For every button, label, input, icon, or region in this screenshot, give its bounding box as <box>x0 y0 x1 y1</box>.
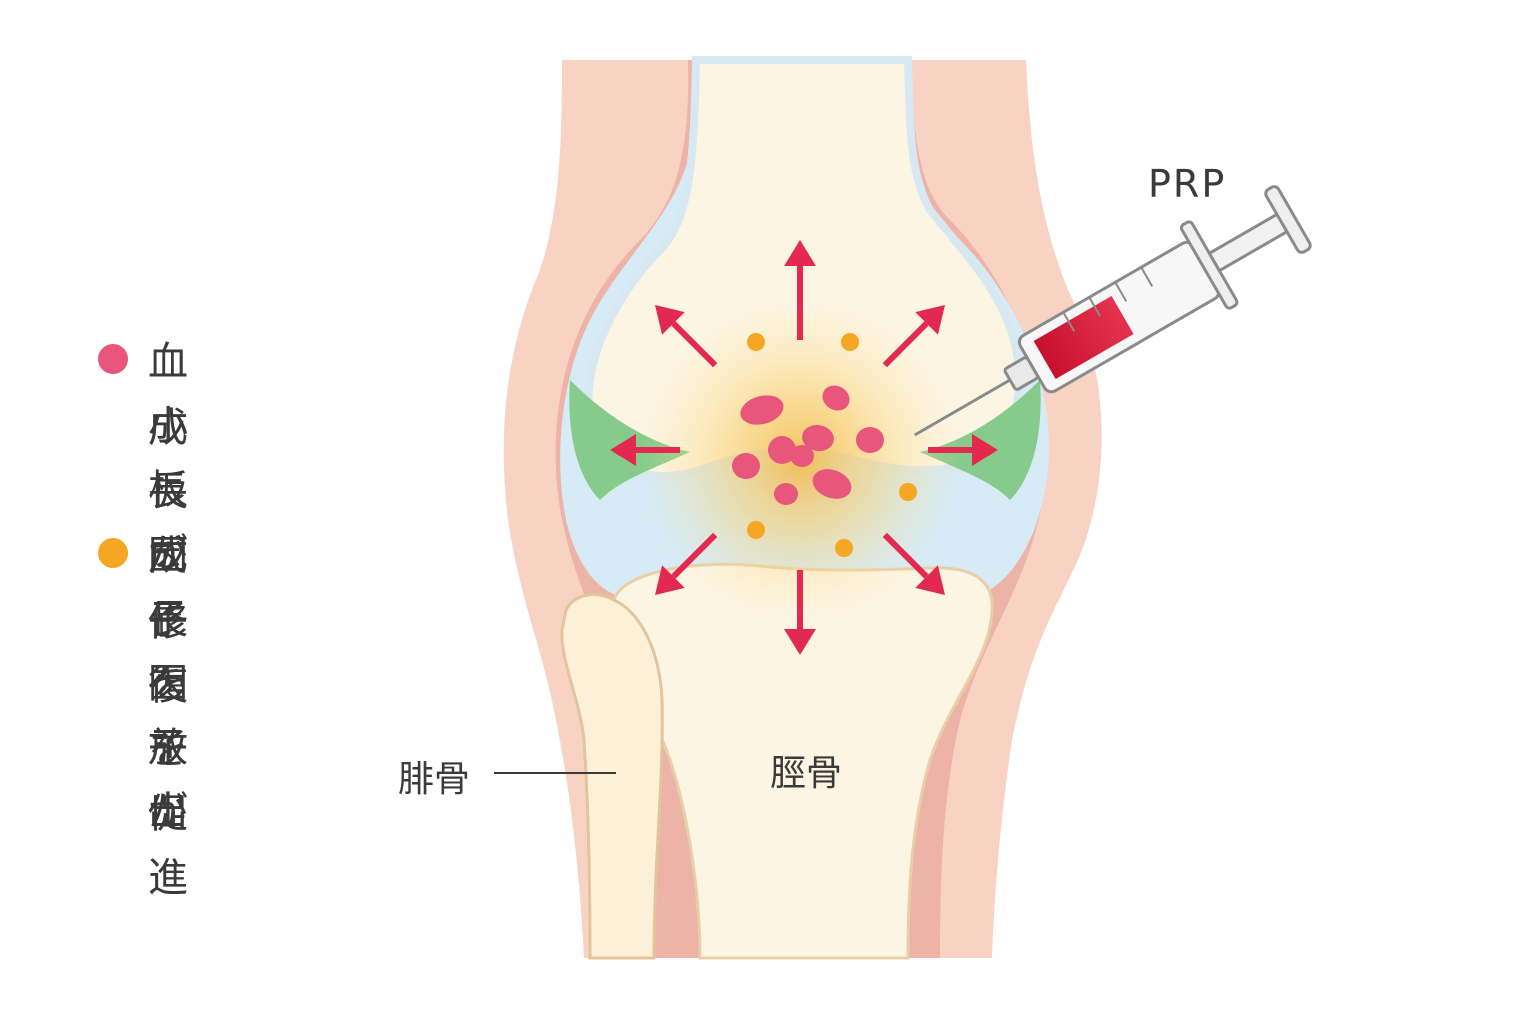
growth-factor-icon <box>841 333 859 351</box>
growth-factor-icon <box>747 521 765 539</box>
growth-factor-icon <box>747 333 765 351</box>
syringe-plunger <box>1209 213 1288 270</box>
platelet-icon <box>732 453 760 479</box>
platelet-icon <box>790 445 814 467</box>
growth-factor-icon <box>835 539 853 557</box>
platelet-icon <box>774 483 798 505</box>
growth-factor-icon <box>899 483 917 501</box>
fibula-label: 腓骨 <box>398 750 470 802</box>
platelet-dot-icon <box>98 344 128 374</box>
legend-growth-line2: 修復を促進 <box>148 590 189 910</box>
platelet-icon <box>856 427 884 453</box>
growth-factor-dot-icon <box>98 538 128 568</box>
syringe-label: PRP <box>1148 162 1226 206</box>
tibia-label: 脛骨 <box>770 744 842 796</box>
